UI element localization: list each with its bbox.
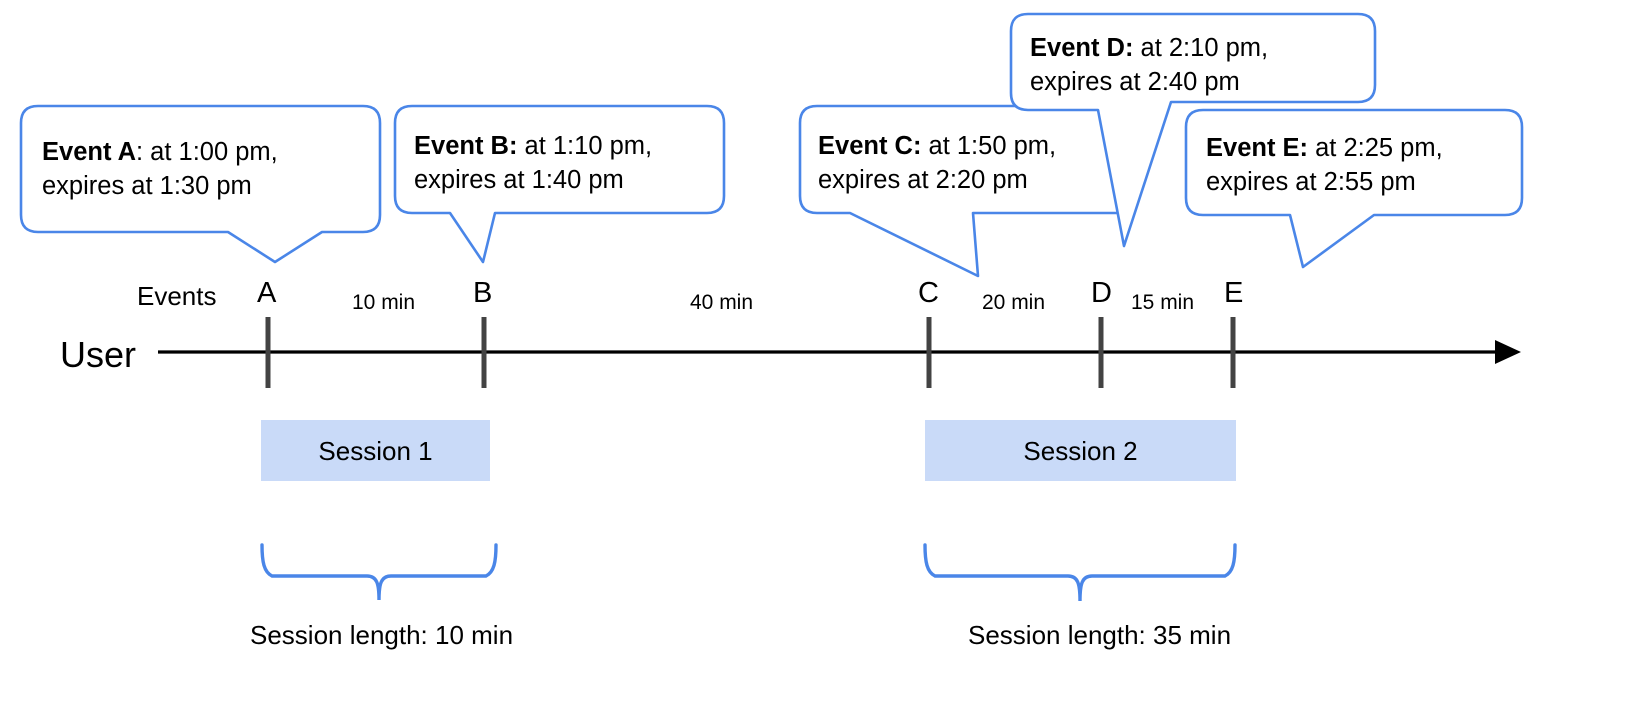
callout-text-event-d: Event D: at 2:10 pm, expires at 2:40 pm: [1030, 31, 1268, 99]
event-label-b: B: [473, 277, 493, 309]
session-2-brace: [923, 543, 1237, 602]
callout-c-bold: Event C:: [818, 132, 922, 160]
axis-arrowhead: [1495, 340, 1521, 364]
callout-bubble-event-a[interactable]: [19, 104, 382, 264]
callout-e-bold: Event E:: [1206, 134, 1309, 162]
session-2-caption: Session length: 35 min: [968, 620, 1232, 650]
callout-e-line2: expires at 2:55 pm: [1206, 168, 1416, 196]
session-1-bar: [261, 420, 490, 481]
interval-label-c-d: 20 min: [982, 291, 1046, 314]
callout-b-line1-rest: at 1:10 pm,: [517, 132, 653, 160]
session-1-caption: Session length: 10 min: [250, 620, 514, 650]
session-1-brace: [260, 543, 498, 601]
interval-label-b-c: 40 min: [690, 291, 754, 314]
callout-text-event-c: Event C: at 1:50 pm, expires at 2:20 pm: [818, 129, 1056, 197]
callout-text-event-b: Event B: at 1:10 pm, expires at 1:40 pm: [414, 129, 652, 197]
callout-a-bold: Event A: [42, 138, 136, 166]
callout-bubble-event-e[interactable]: [1184, 108, 1524, 269]
session-1-label: Session 1: [318, 436, 433, 466]
event-label-a: A: [257, 277, 277, 309]
event-label-d: D: [1091, 277, 1112, 309]
interval-label-a-b: 10 min: [352, 291, 416, 314]
callout-a-line2: expires at 1:30 pm: [42, 172, 252, 200]
event-label-e: E: [1224, 277, 1244, 309]
callout-b-line2: expires at 1:40 pm: [414, 166, 624, 194]
interval-label-d-e: 15 min: [1131, 291, 1195, 314]
callout-c-line1-rest: at 1:50 pm,: [921, 132, 1057, 160]
callout-text-event-a: Event A: at 1:00 pm, expires at 1:30 pm: [42, 135, 278, 203]
session-2-bar: [925, 420, 1236, 481]
callout-d-line2: expires at 2:40 pm: [1030, 68, 1240, 96]
callout-bubble-event-d[interactable]: [1009, 12, 1377, 248]
callout-d-bold: Event D:: [1030, 34, 1134, 62]
actor-label-user: User: [60, 334, 137, 375]
callout-a-line1-rest: : at 1:00 pm,: [136, 138, 278, 166]
events-row-label: Events: [137, 281, 217, 311]
session-2-label: Session 2: [1023, 436, 1138, 466]
callout-c-line2: expires at 2:20 pm: [818, 166, 1028, 194]
callout-e-line1-rest: at 2:25 pm,: [1308, 134, 1443, 162]
timeline-axis: [158, 340, 1521, 364]
callout-d-line1-rest: at 2:10 pm,: [1133, 34, 1269, 62]
callout-bubble-event-b[interactable]: [393, 104, 726, 264]
callout-b-bold: Event B:: [414, 132, 518, 160]
event-ticks: [265, 317, 1236, 388]
event-label-c: C: [918, 277, 939, 309]
callout-text-event-e: Event E: at 2:25 pm, expires at 2:55 pm: [1206, 131, 1443, 199]
